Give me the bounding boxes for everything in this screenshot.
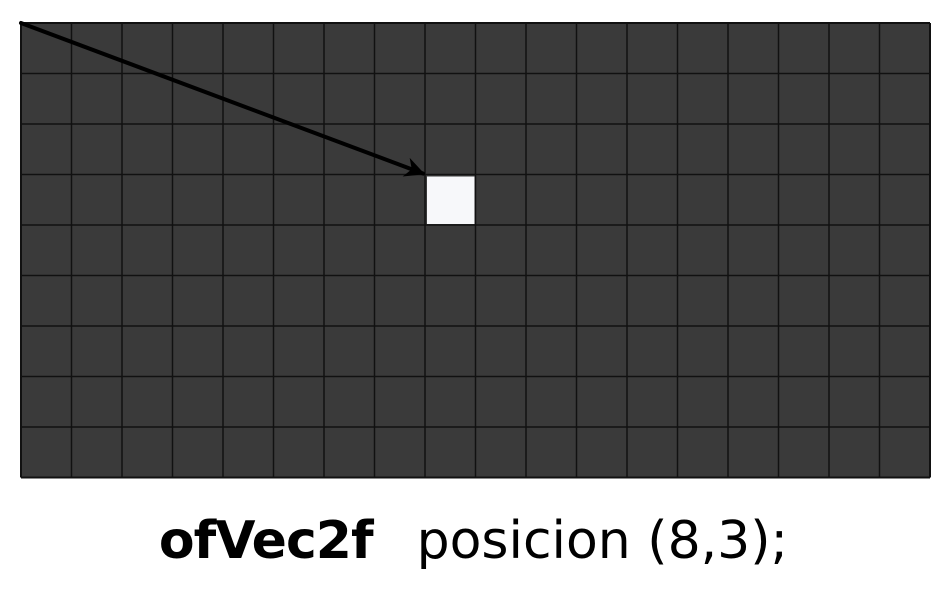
code-caption: ofVec2f posicion (8,3); <box>0 496 947 586</box>
position-arrow <box>19 21 425 177</box>
highlighted-pixel <box>427 176 475 224</box>
type-name: ofVec2f <box>158 511 374 571</box>
position-arrow-layer <box>19 21 425 177</box>
variable-declaration: posicion (8,3); <box>416 511 789 571</box>
pixel-grid <box>19 21 931 479</box>
grid-lines <box>20 22 931 479</box>
highlighted-cell-layer <box>427 176 475 224</box>
